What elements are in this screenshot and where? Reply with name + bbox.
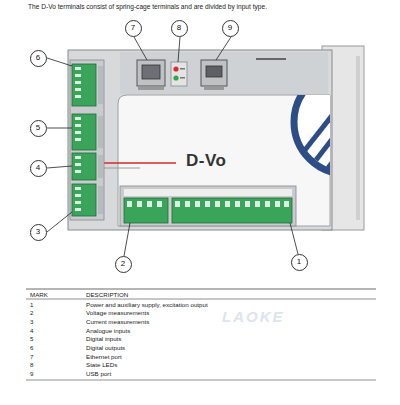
callout-number: 2 [121,260,125,268]
terminal-block [124,198,292,223]
table-cell: Ethernet port [86,354,122,360]
terminal-frame [70,60,104,220]
port-legend [138,87,164,90]
led-panel [171,62,187,86]
mark-cell: 5 [30,336,33,342]
state-led [173,75,178,80]
table-cell: Digital inputs [86,336,121,342]
usb-port [201,60,227,86]
mark-cell: 3 [30,319,33,325]
callout-number: 4 [36,164,40,172]
terminal-slots [127,201,289,207]
terminal-legend [124,189,292,196]
table-rule [26,299,376,300]
callout-number: 8 [177,24,181,32]
table-cell: State LEDs [86,362,117,368]
callout-number: 6 [36,54,40,62]
led-legend [180,77,185,79]
logo [294,70,398,174]
mark-cell: 6 [30,345,33,351]
web-address-mark [102,168,140,169]
device-body [68,50,332,230]
terminal-slots [75,67,81,211]
table-cell: Power and auxiliary supply, excitation o… [86,302,208,308]
product-name: D-Vo [186,151,226,171]
callout-circle: 8 [171,20,188,37]
port-legend [204,87,224,90]
table-cell: Digital outputs [86,345,125,351]
mark-cell: 8 [30,362,33,368]
table-header: MARK [30,292,48,298]
callout-number: 1 [297,258,301,266]
top-panel [120,52,328,94]
brand-line [102,162,176,163]
table-header: DESCRIPTION [86,292,128,298]
table-cell: USB port [86,371,111,377]
callout-number: 7 [131,24,135,32]
mark-cell: 7 [30,354,33,360]
callout-number: 9 [228,24,232,32]
callout-circle: 9 [222,20,239,37]
table-rule [26,380,376,381]
callout-circle: 7 [125,20,142,37]
mark-cell: 1 [30,302,33,308]
vent-dots [256,58,286,60]
table-cell: Voltage measurements [86,310,149,316]
page-title: The D-Vo terminals consist of spring-cag… [28,3,267,10]
mark-cell: 2 [30,310,33,316]
usb-socket [206,66,222,77]
terminal-block [72,64,96,216]
callout-number: 3 [36,228,40,236]
mark-cell: 4 [30,328,33,334]
table-rule [26,289,376,290]
callout-circle: 1 [291,254,308,271]
led-legend [180,68,185,70]
callout-circle: 3 [30,224,47,241]
watermark: LAOKE [222,308,285,325]
callout-circle: 5 [30,120,47,137]
callout-circle: 2 [115,256,132,273]
table-cell: Analogue inputs [86,328,130,334]
mark-cell: 9 [30,371,33,377]
callout-number: 5 [36,124,40,132]
plate-edge [356,56,360,220]
terminal-frame [120,186,296,226]
callout-circle: 6 [30,50,47,67]
leader-line [47,37,298,256]
state-led [173,66,178,71]
table-cell: Current measurements [86,319,149,325]
callout-circle: 4 [30,160,47,177]
ethernet-port [137,60,165,86]
terminal-legend [98,66,103,214]
ethernet-socket [142,65,160,79]
